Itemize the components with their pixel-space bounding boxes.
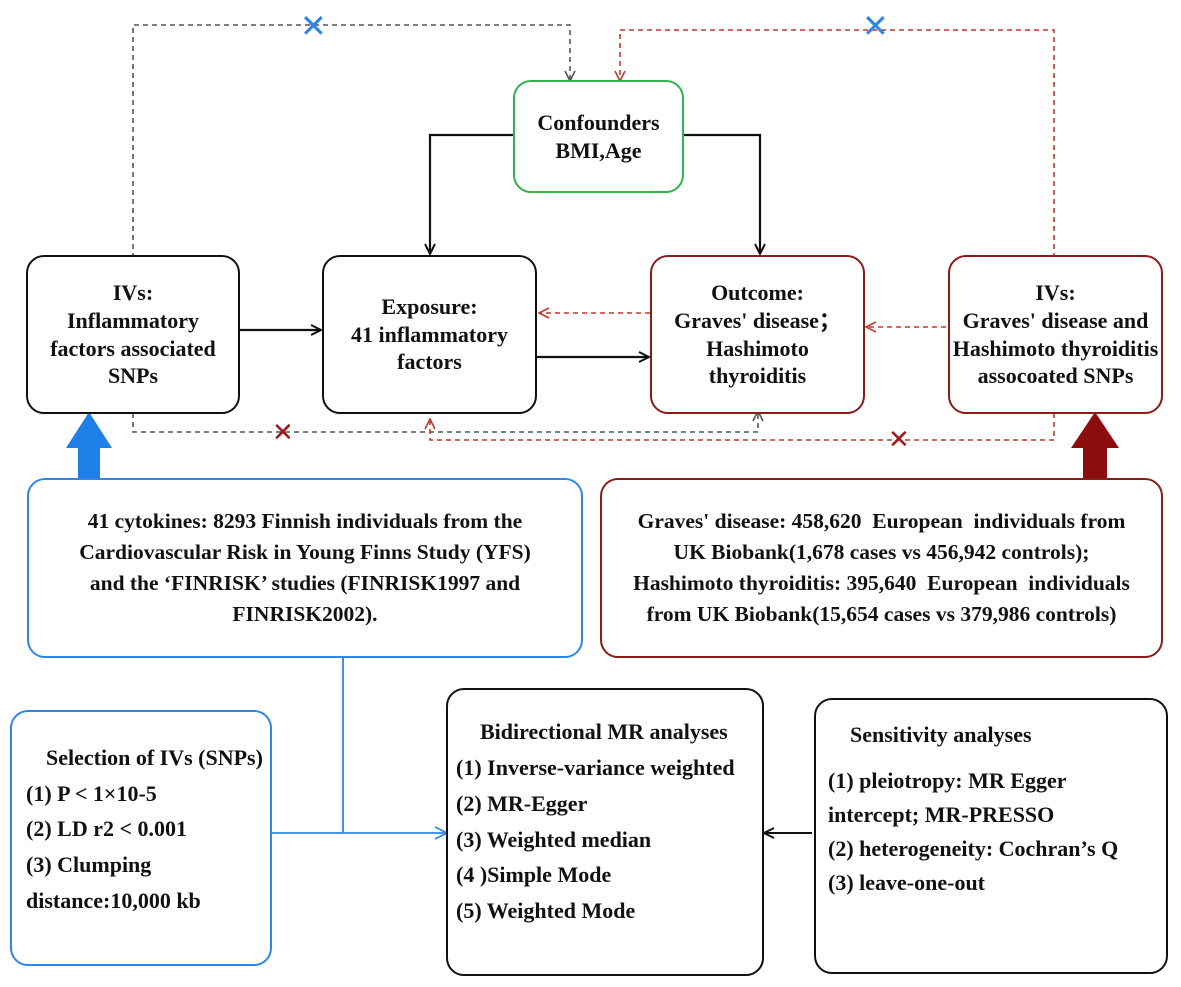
confounders-box: Confounders BMI,Age [513, 80, 684, 193]
mr-item: (3) Weighted median [456, 826, 652, 852]
outcome-line: Hashimoto [706, 335, 809, 361]
selection-item: (3) Clumping [26, 851, 152, 877]
selection-item: (2) LD r2 < 0.001 [26, 816, 188, 842]
mr-item: (5) Weighted Mode [456, 898, 636, 924]
dashed-iv-confounder-right [620, 29, 1055, 258]
ivs-left-line: Inflammatory [67, 307, 199, 333]
blue-thick-arrow [66, 412, 112, 480]
exposure-line: 41 inflammatory [350, 321, 509, 347]
mr-title: Bidirectional MR analyses [480, 719, 728, 744]
cross-mark-bottom-right: ✕ [888, 425, 910, 455]
outcome-line: Graves' disease； [674, 307, 841, 333]
sensitivity-item: (1) pleiotropy: MR Egger [828, 768, 1067, 794]
sensitivity-item: (3) leave-one-out [828, 870, 986, 896]
selection-title: Selection of IVs (SNPs) [46, 745, 263, 770]
outcome-box: Outcome: Graves' disease； Hashimoto thyr… [650, 255, 865, 414]
dashed-ivright-exposure [430, 413, 1055, 441]
confounders-detail: BMI,Age [555, 137, 642, 163]
red-thick-arrow [1071, 412, 1119, 480]
mr-item: (2) MR-Egger [456, 790, 588, 816]
outcome-source-line: Graves' disease: 458,620 European indivi… [637, 508, 1126, 533]
cross-mark-top-left: ✕ [300, 7, 327, 45]
mr-item: (4 )Simple Mode [456, 862, 612, 888]
outcome-source-line: Hashimoto thyroiditis: 395,640 European … [633, 571, 1130, 595]
ivs-right-line: IVs: [1035, 279, 1076, 305]
cytokines-line: and the ‘FINRISK’ studies (FINRISK1997 a… [89, 571, 521, 595]
outcome-line: Outcome: [711, 279, 804, 305]
mr-analyses-box: Bidirectional MR analyses (1) Inverse-va… [446, 688, 764, 976]
arrow-confounder-outcome [684, 133, 760, 253]
ivs-right-line: Graves' disease and [962, 307, 1149, 333]
sensitivity-box: Sensitivity analyses (1) pleiotropy: MR … [814, 698, 1168, 974]
outcome-source-line: from UK Biobank(15,654 cases vs 379,986 … [646, 602, 1117, 627]
ivs-thyroid-box: IVs: Graves' disease and Hashimoto thyro… [948, 255, 1163, 414]
sensitivity-title: Sensitivity analyses [850, 722, 1032, 747]
outcome-source-box: Graves' disease: 458,620 European indivi… [600, 478, 1163, 658]
arrow-confounder-exposure [430, 133, 513, 253]
exposure-line: factors [397, 349, 462, 375]
cytokines-line: 41 cytokines: 8293 Finnish individuals f… [87, 508, 523, 533]
ivs-left-line: factors associated [50, 335, 216, 361]
exposure-box: Exposure: 41 inflammatory factors [322, 255, 537, 414]
selection-item: (1) P < 1×10-5 [26, 780, 157, 806]
ivs-inflammatory-box: IVs: Inflammatory factors associated SNP… [26, 255, 240, 414]
sensitivity-item: intercept; MR-PRESSO [828, 802, 1055, 828]
exposure-line: Exposure: [381, 293, 478, 319]
outcome-source-line: UK Biobank(1,678 cases vs 456,942 contro… [673, 539, 1090, 564]
sensitivity-item: (2) heterogeneity: Cochran’s Q [828, 836, 1119, 862]
dashed-ivleft-outcome [132, 412, 758, 433]
selection-ivs-box: Selection of IVs (SNPs) (1) P < 1×10-5 (… [10, 710, 272, 966]
confounders-title: Confounders [537, 109, 660, 135]
cytokines-line: Cardiovascular Risk in Young Finns Study… [79, 539, 531, 564]
cross-mark-bottom-left: ✕ [272, 418, 294, 448]
ivs-left-line: SNPs [107, 363, 159, 389]
outcome-line: thyroiditis [708, 363, 807, 389]
ivs-right-line: Hashimoto thyroiditis [952, 335, 1159, 361]
cytokines-line: FINRISK2002). [232, 602, 378, 627]
selection-item: distance:10,000 kb [26, 887, 201, 913]
ivs-left-line: IVs: [112, 279, 154, 305]
ivs-right-line: assocoated SNPs [977, 363, 1134, 389]
cross-mark-top-right: ✕ [862, 7, 889, 45]
mr-item: (1) Inverse-variance weighted [456, 754, 735, 780]
cytokines-source-box: 41 cytokines: 8293 Finnish individuals f… [27, 478, 583, 658]
dashed-iv-confounder-left [132, 24, 570, 258]
